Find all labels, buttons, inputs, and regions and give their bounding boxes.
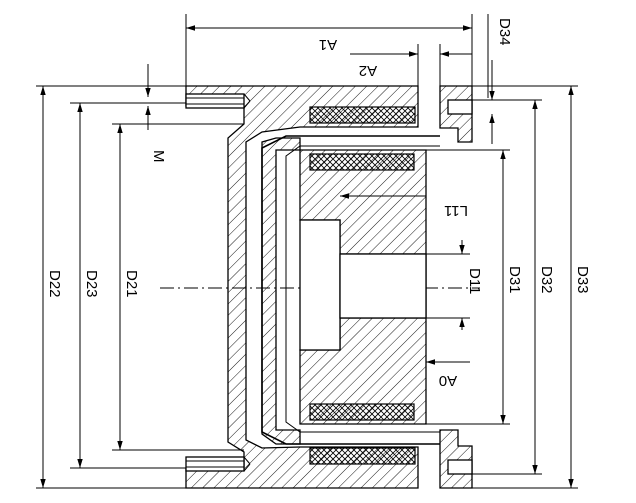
label-M: M: [150, 150, 167, 163]
screw-hole-top: [185, 93, 251, 109]
armature-cup-outline: [261, 135, 440, 445]
label-D32: D32: [538, 266, 555, 294]
friction-lining-top: [309, 106, 416, 124]
label-D34: D34: [496, 18, 513, 46]
label-D22: D22: [46, 270, 63, 298]
right-flange: [439, 85, 473, 489]
label-D21: D21: [123, 270, 140, 298]
label-D23: D23: [83, 270, 100, 298]
screw-hole-bottom: [185, 456, 251, 472]
label-D11: D11: [466, 268, 483, 294]
label-A0: A0: [439, 372, 457, 389]
outer-hub: [185, 85, 419, 489]
label-L11: L11: [444, 202, 468, 219]
label-A2: A2: [359, 62, 377, 79]
label-D33: D33: [574, 266, 591, 294]
coil-top: [309, 153, 415, 171]
label-A1: A1: [319, 36, 337, 53]
inner-rotor: [299, 149, 427, 425]
coil-bottom: [309, 403, 415, 421]
label-D31: D31: [506, 266, 523, 294]
armature-plate: [261, 137, 301, 445]
extension-lines: [36, 14, 578, 489]
friction-lining-bottom: [309, 447, 416, 465]
